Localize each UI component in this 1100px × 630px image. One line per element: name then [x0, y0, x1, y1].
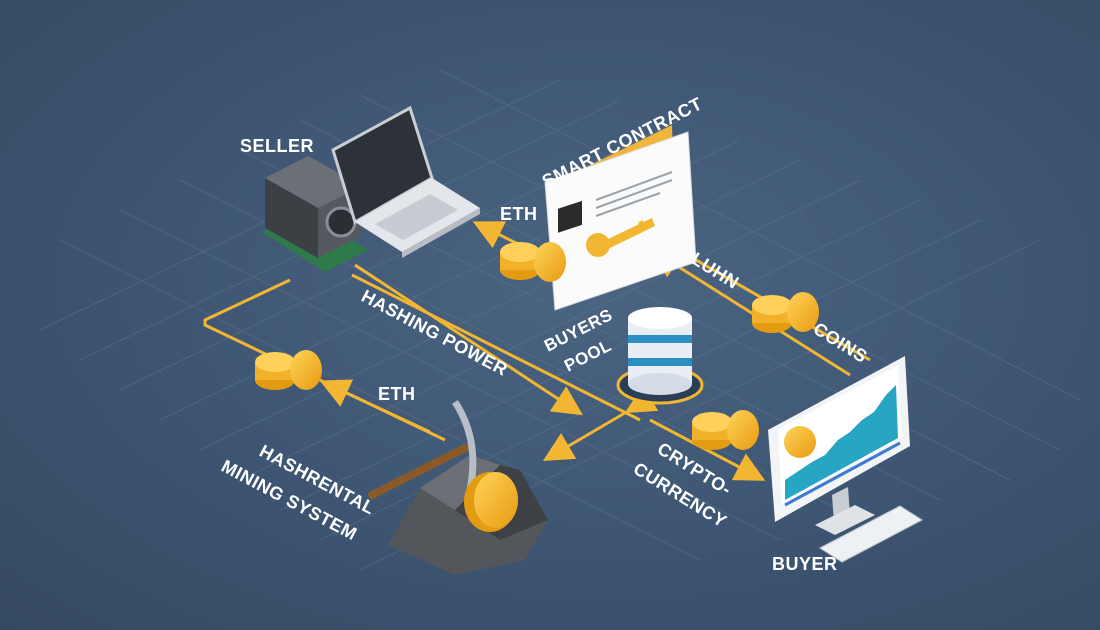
coins-label: COINS [810, 318, 871, 366]
qr-code [558, 200, 582, 233]
key-icon [586, 218, 655, 257]
floor-grid [39, 69, 1081, 571]
mining-node [368, 400, 548, 575]
seller-node [262, 105, 480, 272]
screen-coin [784, 426, 816, 458]
buyers-pool-node [616, 307, 704, 405]
hashing-power-label: HASHING POWER [358, 286, 511, 380]
screen-chart [785, 385, 898, 500]
seller-label: SELLER [240, 136, 314, 156]
eth-left-label: ETH [378, 384, 416, 404]
pickaxe-handle [368, 444, 469, 499]
contract-text-lines [595, 171, 673, 217]
coin-stack-crypto [692, 410, 759, 450]
smart-contract-node [544, 125, 697, 311]
pool-mining-arrow [542, 384, 659, 462]
pickaxe-head [452, 400, 477, 491]
mining-coin [464, 472, 518, 532]
eth-top-label: ETH [500, 204, 538, 224]
coin-stack-eth-top [500, 242, 566, 282]
hashing-power-arrow [354, 263, 584, 416]
coin-stack-luhn [752, 292, 819, 333]
keyboard [819, 505, 923, 563]
coin-stack-eth-left [255, 350, 322, 390]
buyer-node [768, 356, 923, 563]
eth-left-arrow [319, 379, 431, 434]
buyer-label: BUYER [772, 554, 838, 574]
luhn-label: LUHN [688, 248, 743, 293]
